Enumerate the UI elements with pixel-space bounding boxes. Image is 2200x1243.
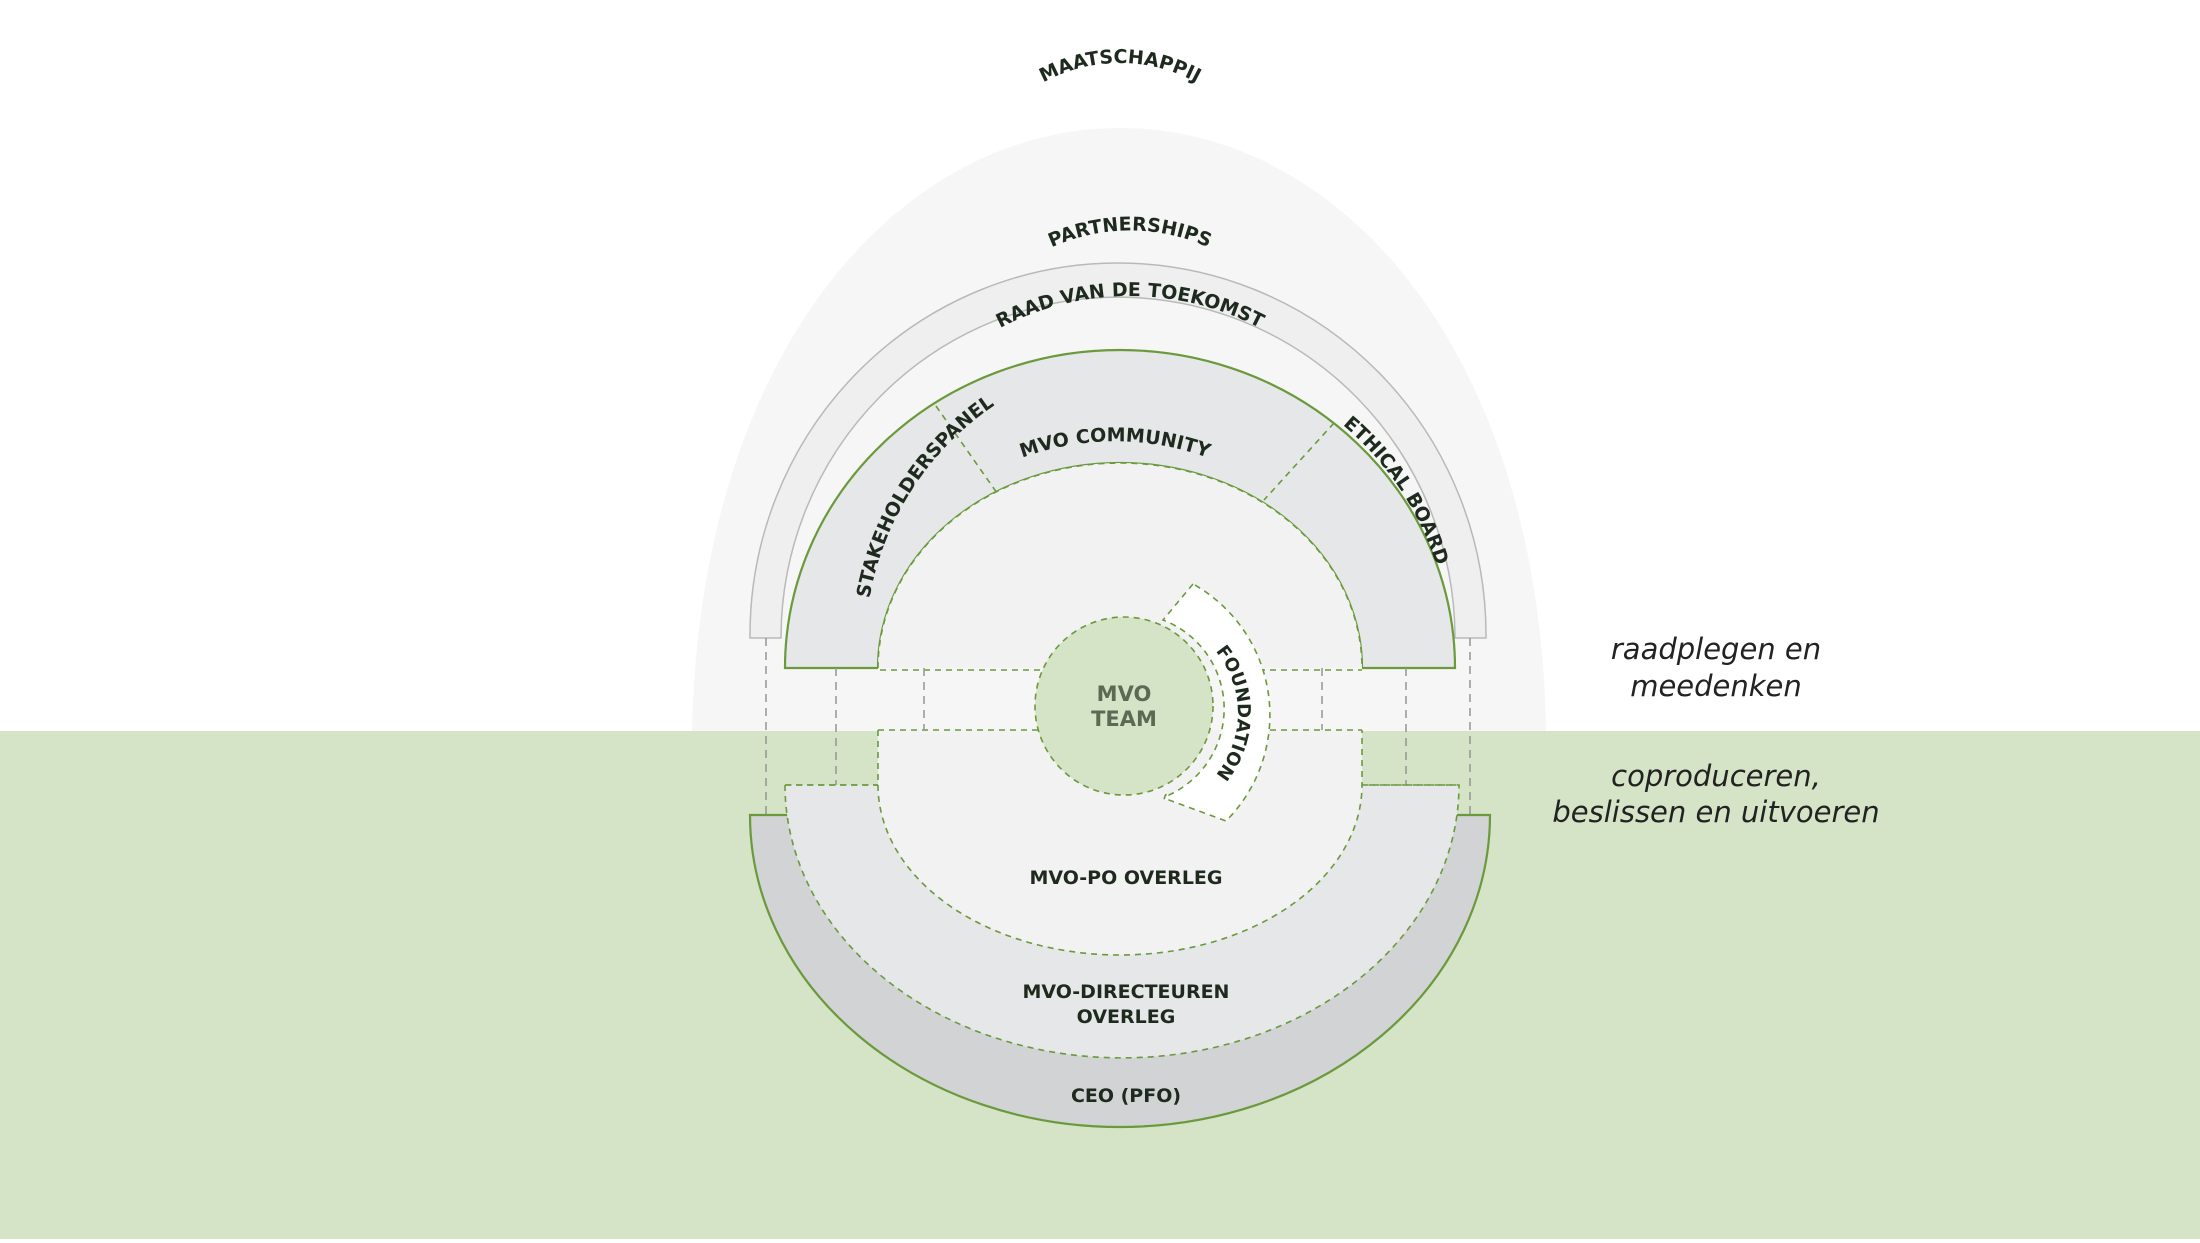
label-mvo-team-line1: MVO — [1097, 682, 1152, 706]
foundation-wedge — [1161, 582, 1271, 822]
zone-lower-line1: coproduceren, — [1611, 759, 1821, 793]
zone-lower-line2: beslissen en uitvoeren — [1552, 795, 1879, 829]
mvo-team-circle — [1034, 616, 1214, 796]
label-directors-line2: OVERLEG — [1077, 1006, 1176, 1028]
label-ceo: CEO (PFO) — [1071, 1085, 1181, 1107]
label-society: MAATSCHAPPIJ — [1036, 46, 1205, 87]
zone-upper-line1: raadplegen en — [1611, 632, 1821, 666]
partnerships-ring — [749, 262, 1487, 639]
zone-upper-line2: meedenken — [1630, 669, 1802, 703]
label-directors-line1: MVO-DIRECTEUREN — [1023, 981, 1230, 1003]
label-mvo-team-line2: TEAM — [1091, 707, 1157, 731]
label-mvo-po-overleg: MVO-PO OVERLEG — [1030, 867, 1223, 889]
